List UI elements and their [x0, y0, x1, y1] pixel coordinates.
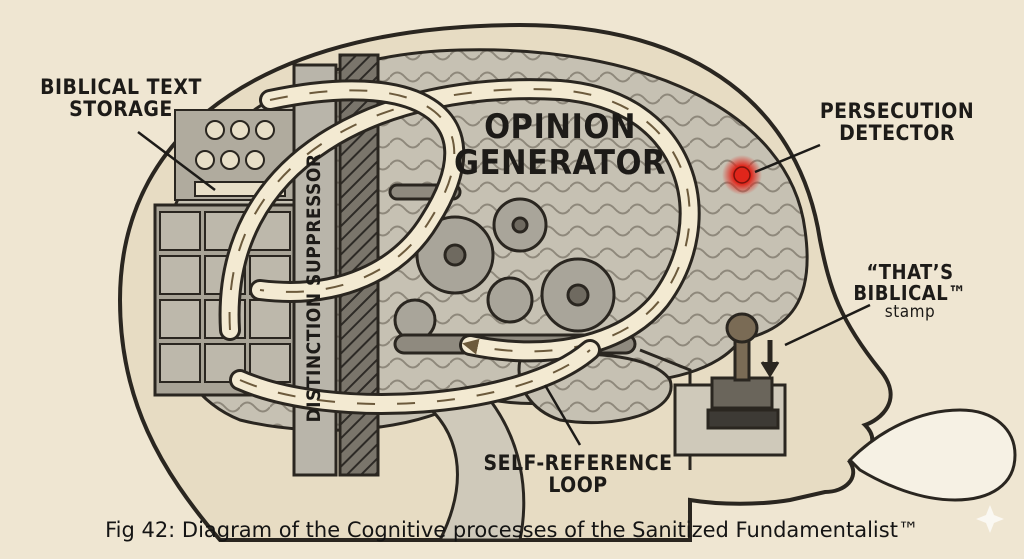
stamp-mechanism	[639, 312, 787, 470]
label-line: DETECTOR	[839, 121, 955, 146]
opinion-generator-label: OPINION GENERATOR	[445, 107, 675, 183]
label-line: BIBLICAL TEXT	[40, 75, 202, 99]
sparkle-icon	[976, 505, 1004, 533]
label-line: STORAGE	[69, 97, 173, 122]
label-line: stamp	[884, 302, 936, 322]
thats-biblical-stamp-label: “THAT’S BIBLICAL™ stamp	[840, 262, 980, 322]
figure-caption: Fig 42: Diagram of the Cognitive process…	[105, 518, 919, 542]
label-line: DISTINCTION SUPPRESSOR	[303, 153, 326, 423]
persecution-detector-light	[733, 166, 751, 184]
self-reference-loop-label: SELF-REFERENCE LOOP	[478, 452, 678, 496]
leader-lines	[137, 131, 871, 446]
label-line: SELF-REFERENCE	[483, 451, 673, 475]
self-reference-loop-arrows	[218, 78, 701, 415]
label-line: “THAT’S	[866, 260, 954, 284]
speech-bubble	[847, 408, 1017, 502]
opinion-generator-gears	[388, 183, 637, 355]
label-line: LOOP	[548, 473, 608, 498]
biblical-text-storage-label: BIBLICAL TEXT STORAGE	[36, 76, 206, 120]
label-line: PERSECUTION	[819, 99, 975, 123]
persecution-detector-label: PERSECUTION DETECTOR	[812, 100, 982, 144]
label-line: OPINION	[484, 107, 636, 147]
label-line: BIBLICAL™	[853, 281, 967, 305]
brainstem	[415, 398, 526, 542]
label-line: GENERATOR	[453, 142, 667, 183]
